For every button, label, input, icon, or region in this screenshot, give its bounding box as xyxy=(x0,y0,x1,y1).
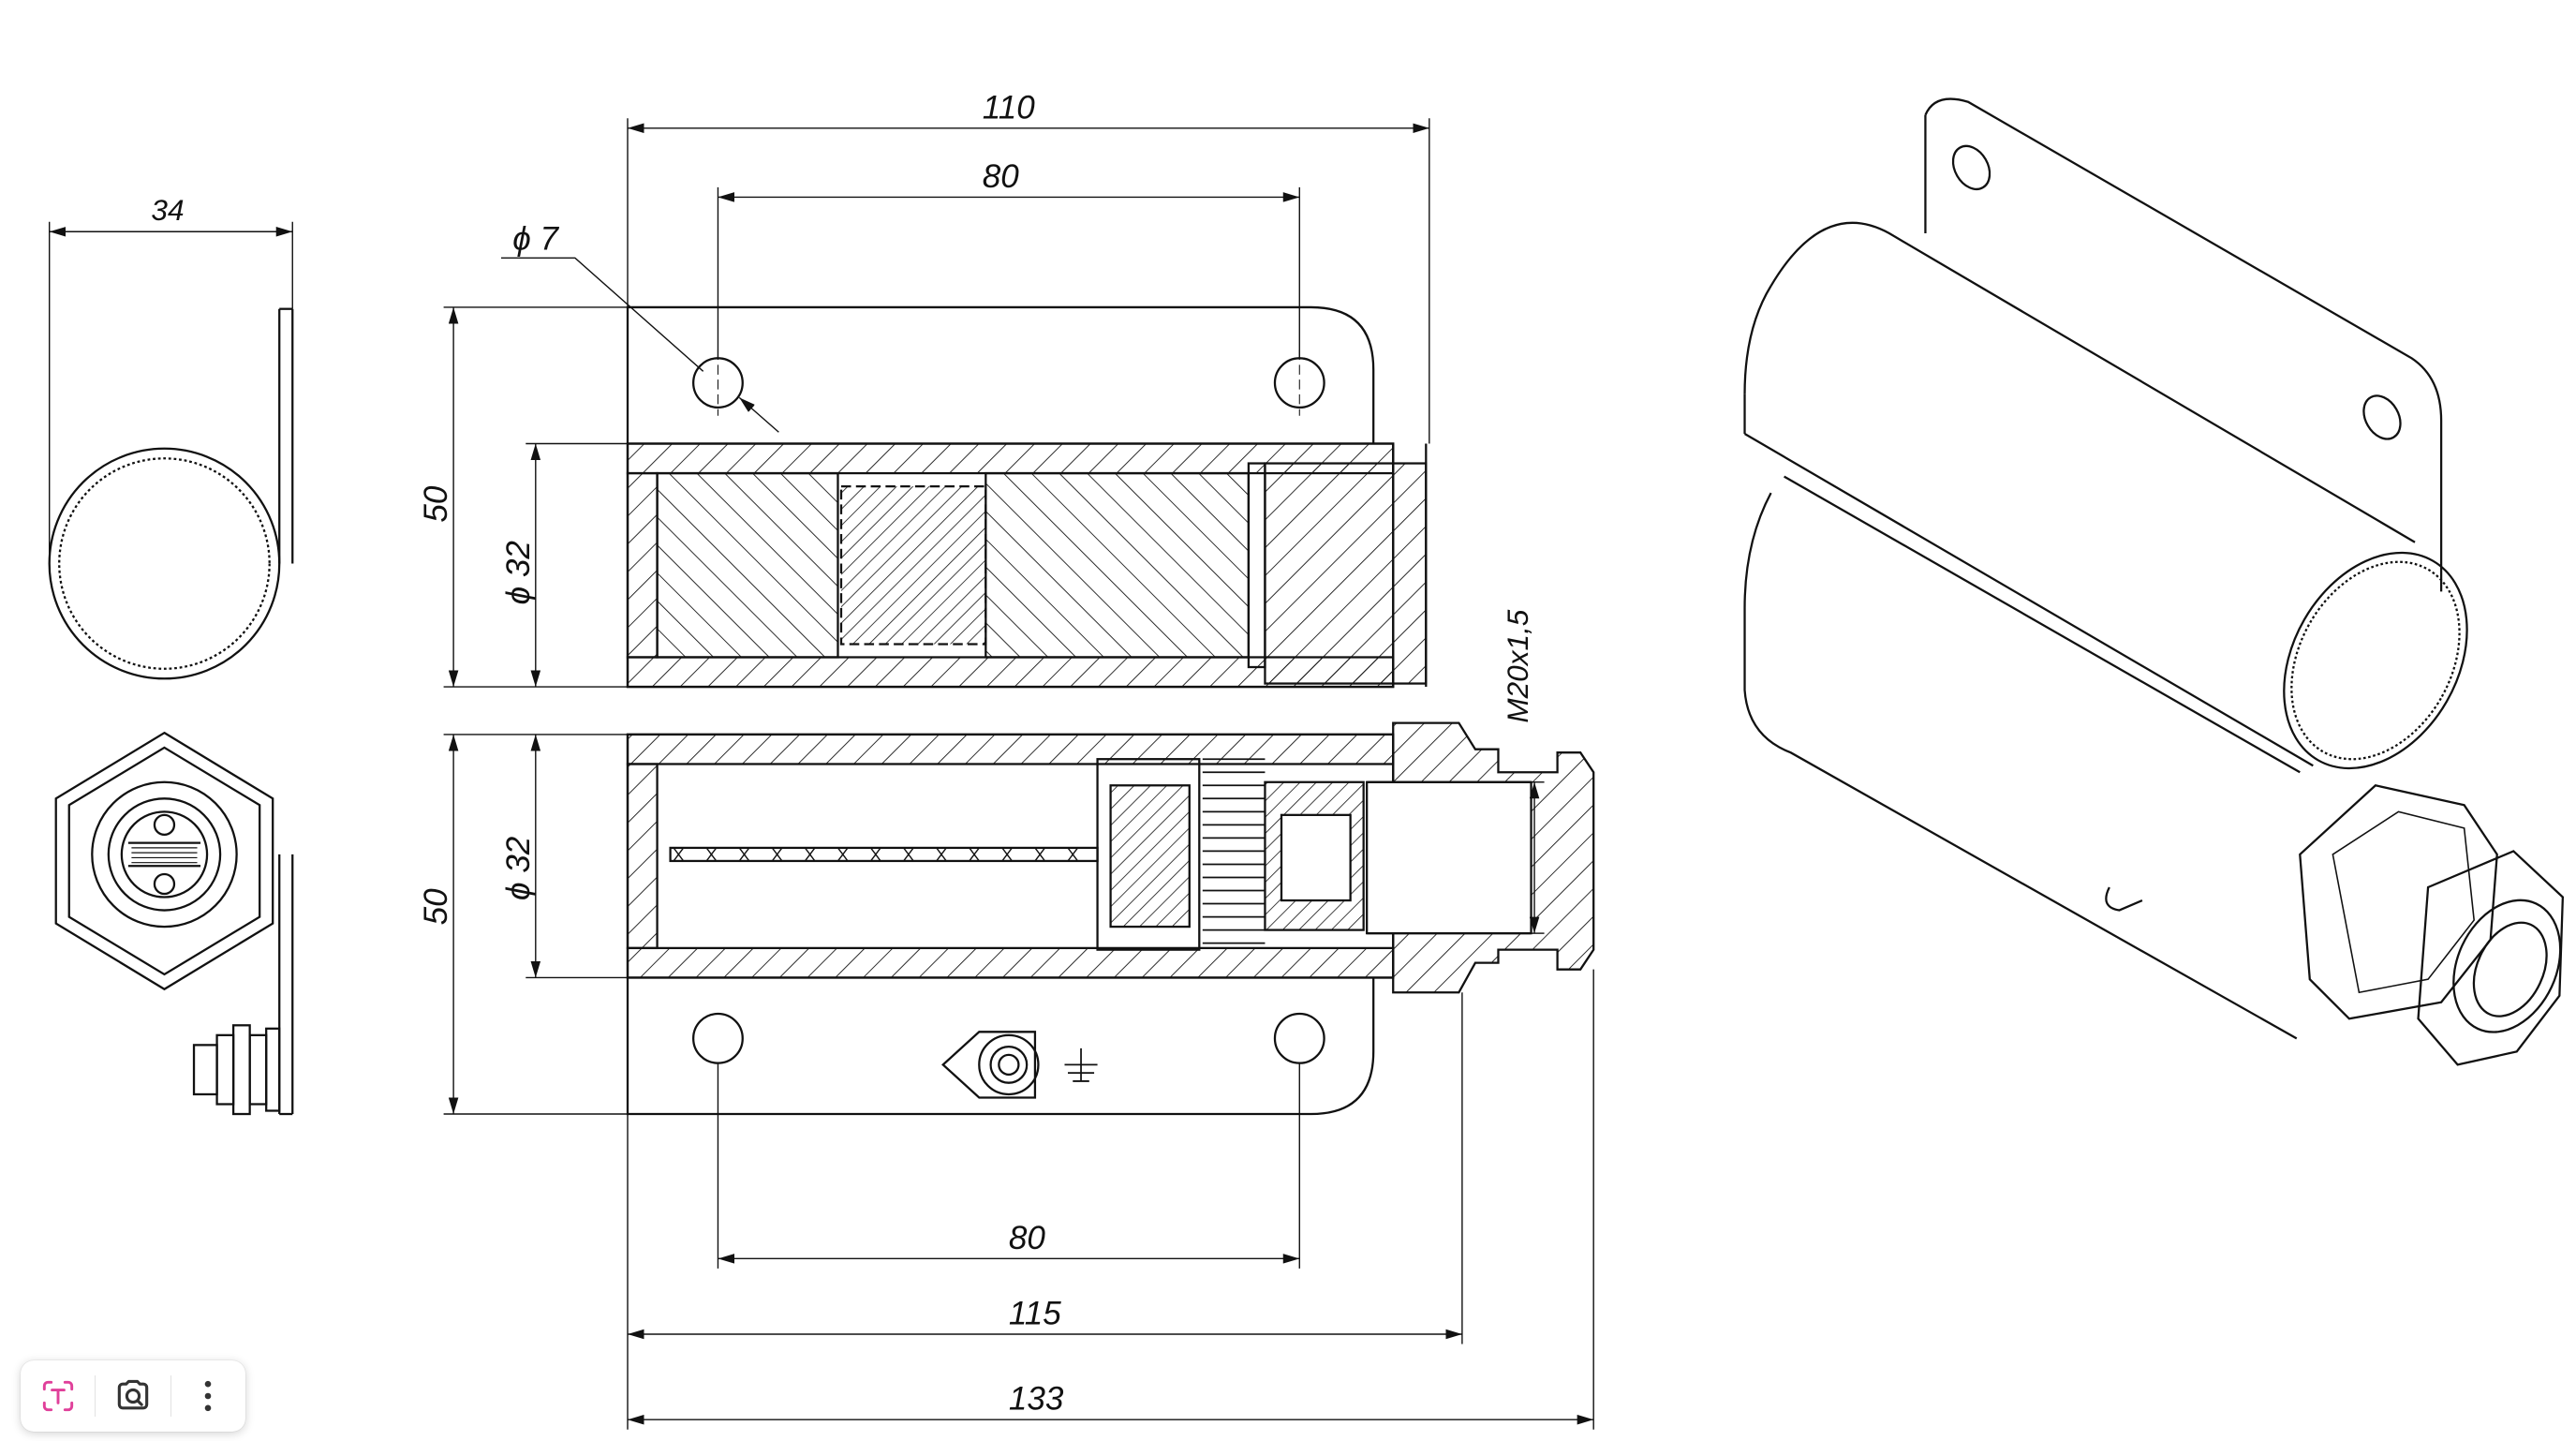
toolbar-divider xyxy=(95,1375,96,1417)
dimension-lines xyxy=(443,118,1594,1430)
dim-hole-spacing-bottom: 80 xyxy=(1009,1220,1046,1256)
dim-plate-height-top: 50 xyxy=(418,485,454,523)
lens-button[interactable] xyxy=(96,1360,170,1432)
dim-length-115: 115 xyxy=(1009,1295,1061,1331)
section-bottom xyxy=(626,721,1595,1116)
isometric-view xyxy=(1743,97,2565,1066)
dim-overall-top: 110 xyxy=(983,89,1035,126)
section-top xyxy=(626,305,1428,689)
more-options-button[interactable] xyxy=(171,1360,245,1432)
dim-tube-diameter-top: ϕ 32 xyxy=(500,541,537,604)
front-view-nut xyxy=(54,731,294,1116)
floating-toolbar xyxy=(21,1360,245,1432)
side-view-top xyxy=(48,221,294,680)
lens-icon xyxy=(117,1379,149,1410)
dim-hole-diameter: ϕ 7 xyxy=(512,221,559,258)
dim-plate-height-bottom: 50 xyxy=(418,888,454,926)
dim-hole-spacing-top: 80 xyxy=(983,158,1020,195)
dim-side-width: 34 xyxy=(151,193,184,227)
text-select-button[interactable] xyxy=(21,1360,95,1432)
text-select-icon xyxy=(42,1380,73,1412)
dim-thread: M20x1,5 xyxy=(1501,609,1534,722)
toolbar-divider xyxy=(170,1375,171,1417)
dim-length-133: 133 xyxy=(1009,1381,1064,1418)
dim-tube-diameter-bottom: ϕ 32 xyxy=(500,837,537,900)
more-vertical-icon xyxy=(205,1380,212,1412)
